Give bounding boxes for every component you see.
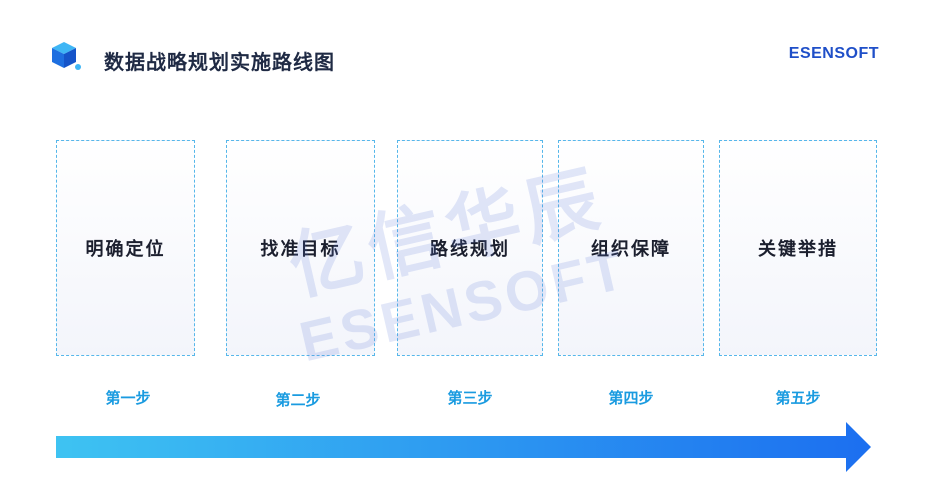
right-arrow-icon [56, 422, 871, 472]
step-label-3: 第三步 [447, 389, 493, 407]
step-title: 路线规划 [430, 239, 510, 260]
step-title: 关键举措 [758, 239, 838, 260]
step-label-2: 第二步 [275, 391, 321, 409]
step-card-4: 组织保障 [558, 140, 704, 356]
step-card-1: 明确定位 [56, 140, 195, 356]
cube-logo-icon [52, 42, 81, 70]
step-title: 明确定位 [85, 239, 166, 260]
step-card-5: 关键举措 [719, 140, 877, 356]
step-card-2: 找准目标 [226, 140, 375, 356]
step-label-4: 第四步 [608, 389, 654, 407]
step-label-5: 第五步 [775, 389, 821, 407]
step-title: 组织保障 [591, 239, 671, 260]
step-label-1: 第一步 [105, 389, 151, 407]
step-title: 找准目标 [260, 239, 341, 260]
page-title: 数据战略规划实施路线图 [104, 50, 335, 74]
step-card-3: 路线规划 [397, 140, 543, 356]
brand-logo: ESENSOFT [788, 45, 879, 62]
